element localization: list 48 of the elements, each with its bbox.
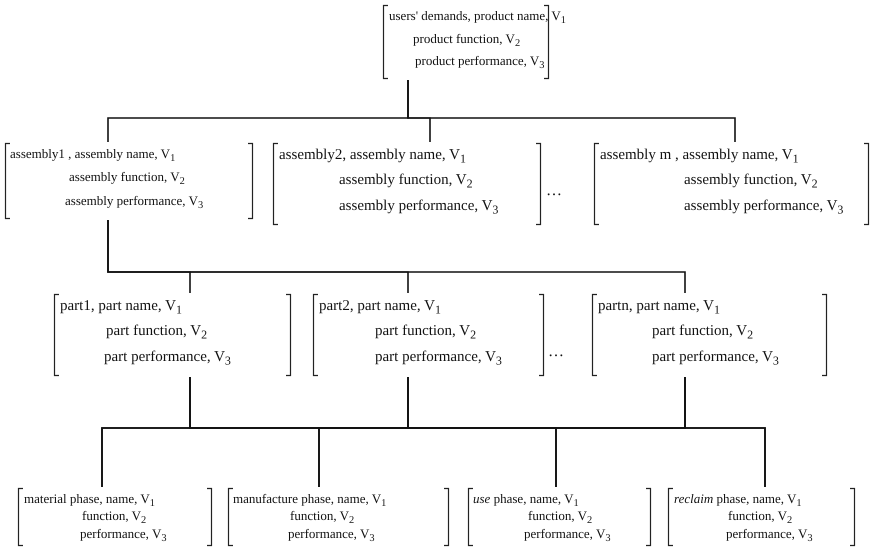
entry-text: product function, V$_{2}$: [413, 30, 520, 46]
entry-text: assembly function, V$_{2}$: [339, 171, 473, 190]
entry-text: performance, V$_{3}$: [524, 526, 611, 542]
entry-text: users' demands, product name, V$_{1}$: [389, 8, 566, 24]
ellipsis-text: …: [546, 182, 562, 200]
entry-text: assembly performance, V$_{3}$: [684, 196, 844, 215]
bracketed-entry: [273, 143, 541, 225]
bracketed-entry: [592, 294, 827, 376]
entry-text: material phase, name, V$_{1}$: [24, 491, 155, 507]
entry-text: function, V$_{2}$: [528, 508, 592, 524]
bracketed-entry: [5, 143, 253, 219]
bracketed-entry: [228, 488, 449, 546]
bracketed-entry: [668, 488, 855, 546]
bracketed-entry: [54, 294, 291, 376]
connector-line: [407, 80, 736, 142]
entry-text: function, V$_{2}$: [728, 508, 792, 524]
entry-text: performance, V$_{3}$: [80, 526, 167, 542]
entry-text: performance, V$_{3}$: [288, 526, 375, 542]
entry-text: assembly function, V$_{2}$: [684, 171, 818, 190]
entry-text: manufacture phase, name, V$_{1}$: [233, 491, 386, 507]
ellipsis-text: …: [548, 343, 564, 361]
entry-text: part performance, V$_{3}$: [104, 348, 231, 366]
entry-text: assembly2, assembly name, V$_{1}$: [279, 146, 466, 164]
bracketed-entry: [18, 488, 212, 546]
entry-text: part1, part name, V$_{1}$: [60, 297, 182, 315]
bracketed-entry: [594, 143, 869, 225]
bracketed-entry: [313, 294, 544, 376]
entry-text: part function, V$_{2}$: [375, 322, 476, 340]
bracketed-entry: [468, 488, 651, 546]
entry-text: function, V$_{2}$: [82, 508, 146, 524]
entry-text: assembly1 , assembly name, V$_{1}$: [10, 146, 176, 162]
entry-text: part performance, V$_{3}$: [652, 348, 779, 366]
entry-text: product performance, V$_{3}$: [415, 53, 544, 69]
entry-text: function, V$_{2}$: [290, 508, 354, 524]
entry-text: part function, V$_{2}$: [106, 322, 208, 340]
entry-text: part performance, V$_{3}$: [375, 348, 502, 366]
entry-text: assembly function, V$_{2}$: [69, 169, 185, 185]
entry-text: part2, part name, V$_{1}$: [319, 297, 441, 315]
entry-text: performance, V$_{3}$: [726, 526, 813, 542]
entry-text: use phase, name, V$_{1}$: [473, 491, 579, 507]
entry-text: part function, V$_{2}$: [652, 322, 754, 340]
connector-line: [684, 377, 766, 487]
entry-text: partn, part name, V$_{1}$: [598, 297, 720, 315]
entry-text: assembly performance, V$_{3}$: [65, 192, 204, 208]
entry-text: reclaim phase, name, V$_{1}$: [674, 491, 802, 507]
entry-text: assembly m , assembly name, V$_{1}$: [600, 146, 799, 164]
entry-text: assembly performance, V$_{3}$: [339, 196, 498, 215]
connector-line: [107, 220, 686, 293]
